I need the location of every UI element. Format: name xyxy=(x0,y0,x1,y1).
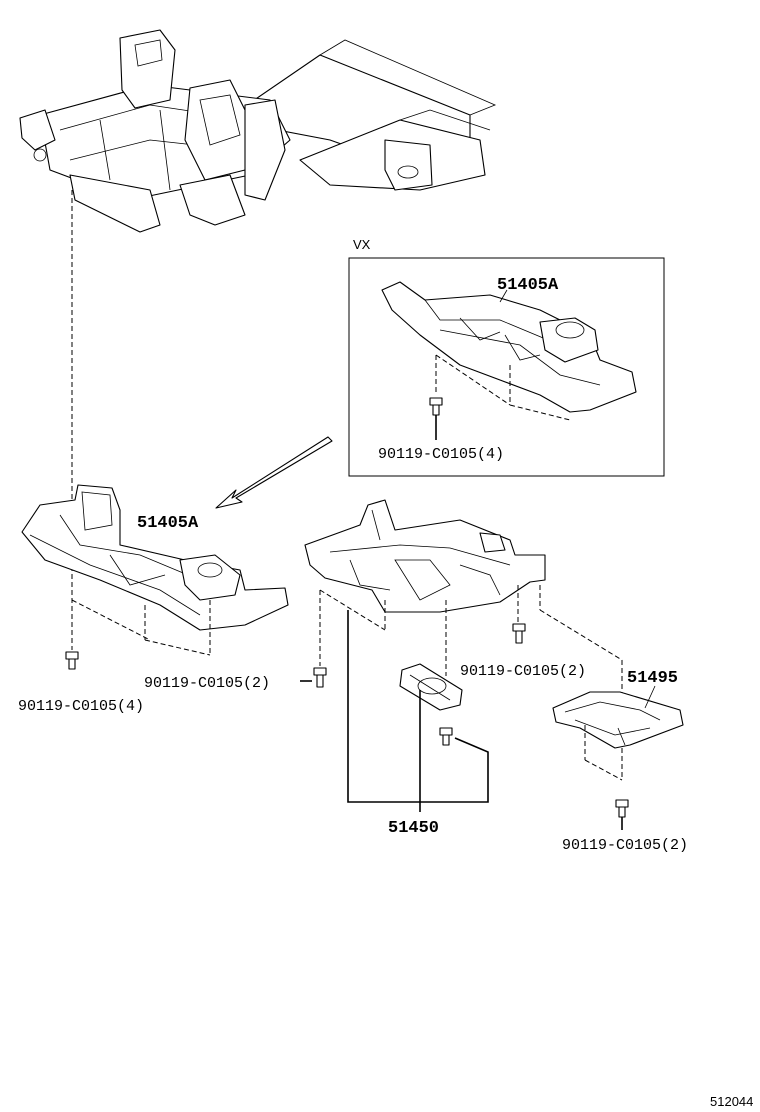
label-cover-front-vx: 51405A xyxy=(497,276,559,295)
bracket-cover-engine xyxy=(347,610,489,803)
label-cover-engine: 51450 xyxy=(388,819,439,838)
leader-rear-label xyxy=(644,685,656,709)
leader-front-1 xyxy=(71,599,151,641)
cover-front xyxy=(21,484,289,631)
label-bolt-center: 90119-C0105(2) xyxy=(460,663,586,680)
leader-rear-2 xyxy=(584,759,623,781)
cover-small-plate xyxy=(399,663,463,711)
label-bolt-vx: 90119-C0105(4) xyxy=(378,446,504,463)
leader-vx-label xyxy=(499,289,508,303)
cover-front-vx xyxy=(381,281,637,413)
leader-vx-1 xyxy=(435,354,511,406)
variant-label: VX xyxy=(353,237,371,252)
label-cover-rear: 51495 xyxy=(627,669,678,688)
cover-rear xyxy=(552,691,684,749)
pointer-arrow xyxy=(215,436,333,509)
leader-vx-3 xyxy=(509,404,571,421)
leader-front-3 xyxy=(144,639,211,656)
leader-eng-1 xyxy=(319,589,386,631)
bolt-center xyxy=(512,623,526,644)
label-bolt-front-mid: 90119-C0105(2) xyxy=(144,675,270,692)
diagram-code: 512044 xyxy=(710,1094,753,1109)
label-cover-front: 51405A xyxy=(137,514,199,533)
cover-engine xyxy=(304,499,546,613)
bolt-front-mid xyxy=(313,667,327,688)
bolt-rear xyxy=(615,799,629,830)
leader-eng-6 xyxy=(539,609,623,661)
bolt-plate xyxy=(439,727,453,746)
label-bolt-front-left: 90119-C0105(4) xyxy=(18,698,144,715)
vehicle-frame xyxy=(19,29,497,233)
bolt-front-left xyxy=(65,651,79,670)
bolt-vx xyxy=(429,397,443,440)
label-bolt-rear: 90119-C0105(2) xyxy=(562,837,688,854)
variant-box xyxy=(348,257,665,477)
